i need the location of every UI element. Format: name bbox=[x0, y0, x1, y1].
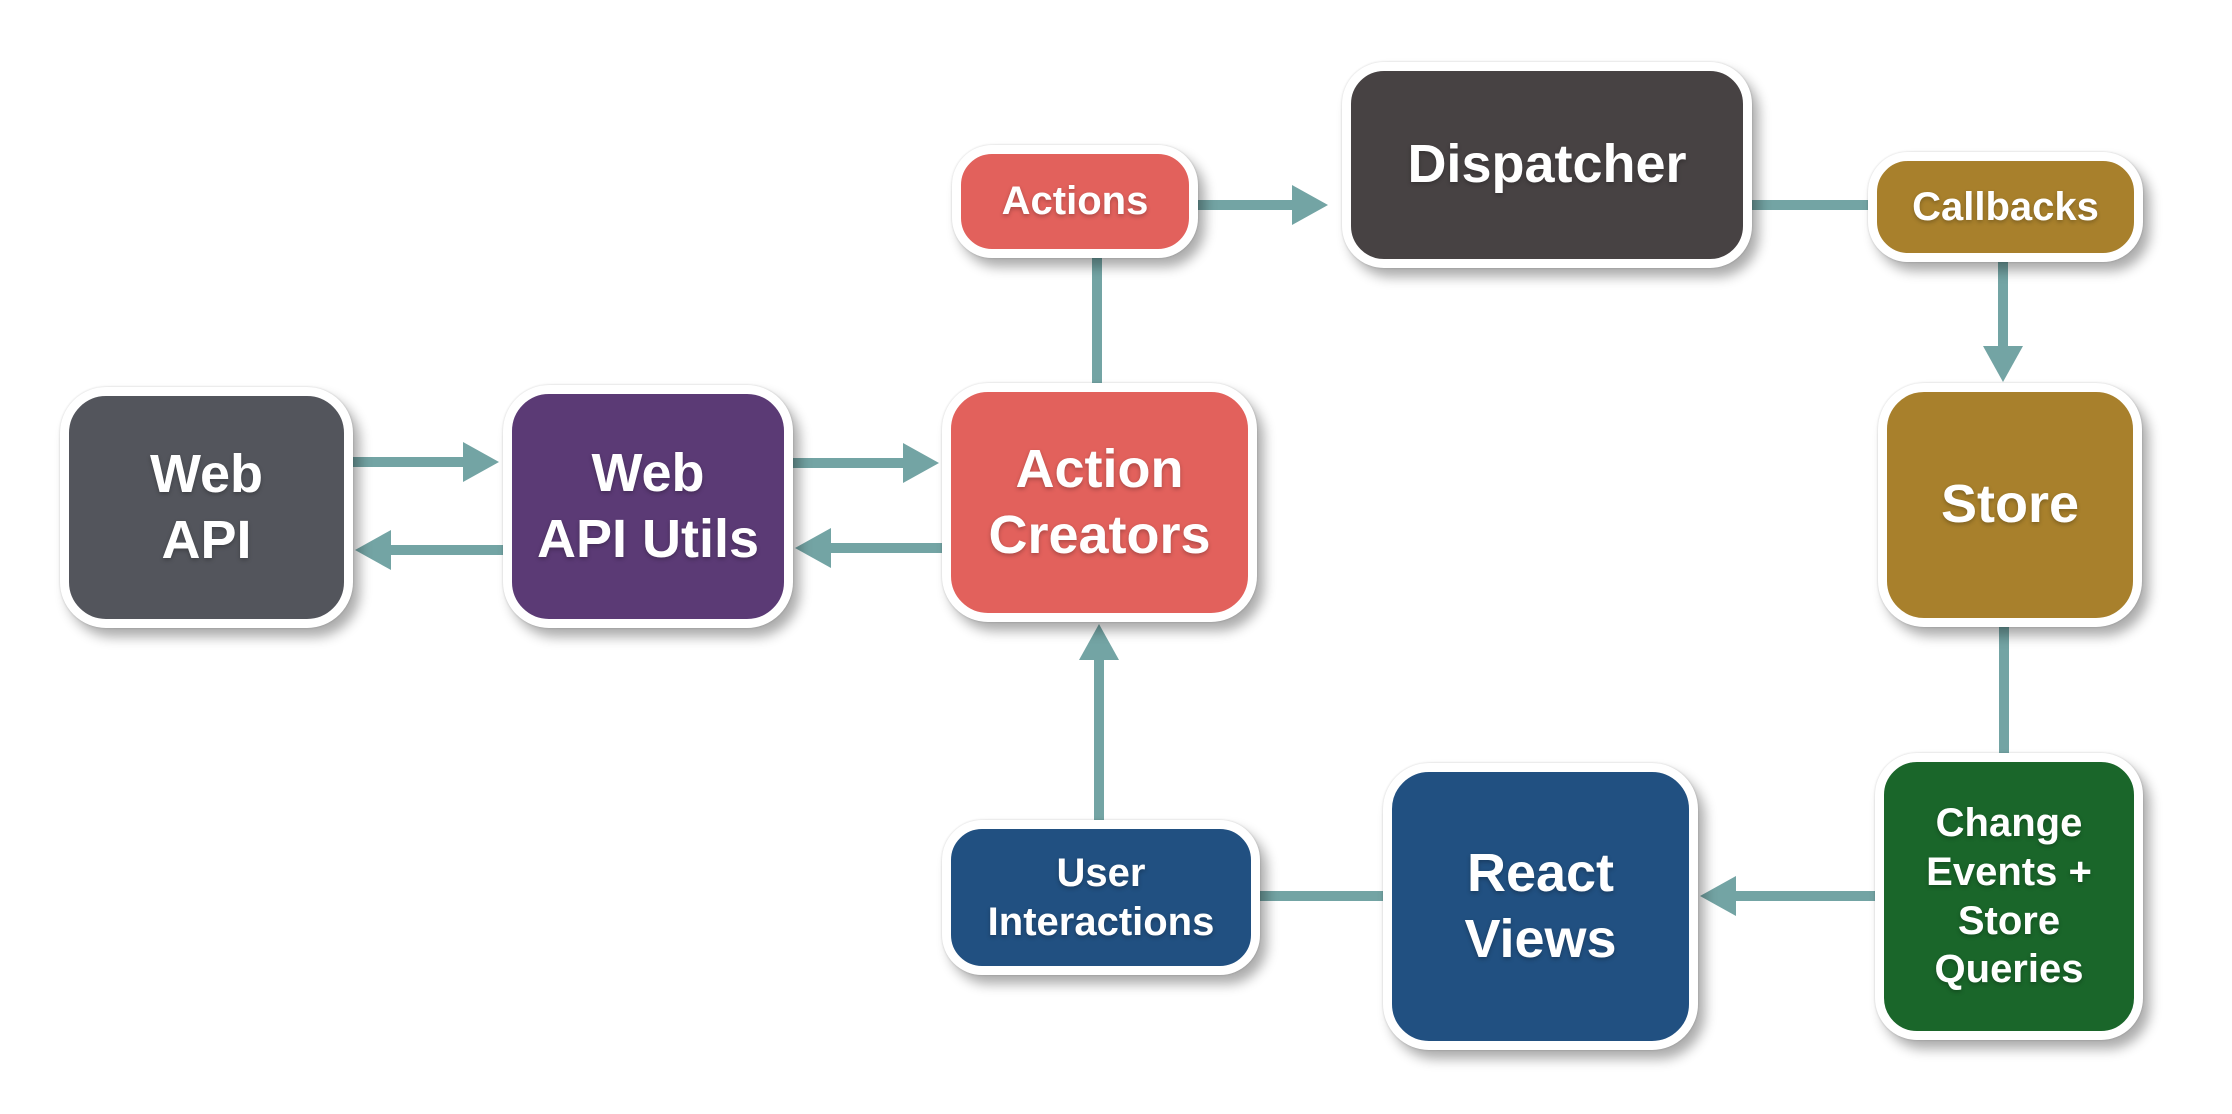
edge-actions-to-dispatcher bbox=[1198, 200, 1292, 210]
arrowhead-into-action-creators-left bbox=[903, 443, 939, 483]
arrowhead-into-utils-bottom bbox=[795, 528, 831, 568]
arrowhead-into-react-views bbox=[1700, 876, 1736, 916]
edge-change-events-to-react bbox=[1736, 891, 1875, 901]
arrowhead-into-store bbox=[1983, 346, 2023, 382]
arrowhead-into-utils-top bbox=[463, 442, 499, 482]
arrowhead-into-webapi bbox=[355, 530, 391, 570]
edge-dispatcher-to-callbacks bbox=[1752, 200, 1870, 210]
node-web-api-utils-label: Web API Utils bbox=[536, 442, 760, 569]
edge-action-creators-to-actions bbox=[1092, 258, 1102, 383]
edge-action-creators-to-utils bbox=[831, 543, 942, 553]
node-store-label: Store bbox=[1940, 474, 2080, 535]
edge-utils-to-action-creators bbox=[793, 458, 903, 468]
node-change-events-label: Change Events + Store Queries bbox=[1926, 800, 2092, 992]
edge-store-to-change-events bbox=[1999, 627, 2009, 753]
node-actions-label: Actions bbox=[1001, 179, 1149, 224]
node-callbacks-label: Callbacks bbox=[1912, 184, 2099, 229]
edge-callbacks-to-store bbox=[1998, 262, 2008, 346]
node-web-api-utils: Web API Utils bbox=[503, 385, 793, 628]
edge-utils-to-webapi bbox=[391, 545, 503, 555]
node-dispatcher-label: Dispatcher bbox=[1407, 134, 1687, 195]
node-action-creators: Action Creators bbox=[942, 383, 1257, 622]
edge-react-to-user bbox=[1260, 891, 1387, 901]
edge-webapi-to-utils bbox=[353, 457, 463, 467]
node-react-views-label: React Views bbox=[1464, 842, 1617, 969]
node-dispatcher: Dispatcher bbox=[1342, 62, 1752, 268]
node-actions: Actions bbox=[952, 145, 1198, 258]
node-user-interactions-label: User Interactions bbox=[987, 850, 1215, 944]
node-web-api-label: Web API bbox=[149, 443, 263, 570]
edge-user-to-action-creators bbox=[1094, 660, 1104, 820]
node-react-views: React Views bbox=[1383, 763, 1698, 1050]
node-change-events-store-queries: Change Events + Store Queries bbox=[1875, 753, 2143, 1040]
node-user-interactions: User Interactions bbox=[942, 820, 1260, 975]
node-action-creators-label: Action Creators bbox=[988, 438, 1211, 565]
node-callbacks: Callbacks bbox=[1868, 152, 2143, 262]
arrowhead-into-action-creators bbox=[1079, 624, 1119, 660]
arrowhead-into-dispatcher bbox=[1292, 185, 1328, 225]
node-store: Store bbox=[1878, 383, 2142, 627]
node-web-api: Web API bbox=[60, 387, 353, 628]
